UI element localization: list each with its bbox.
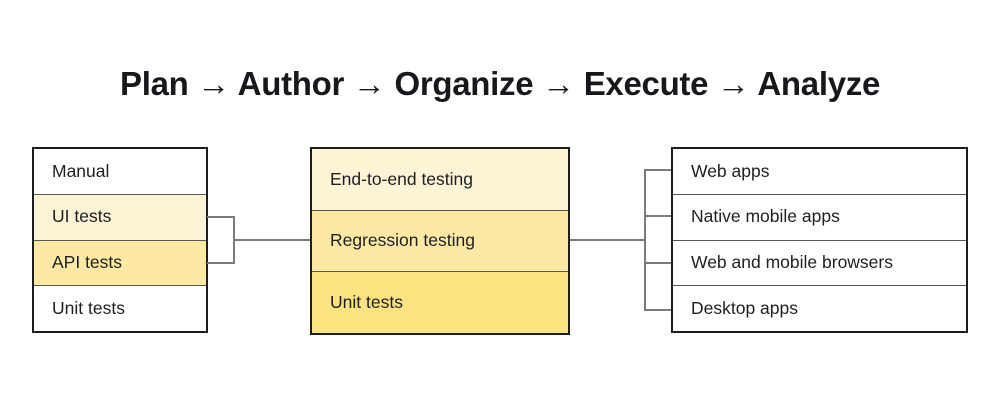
row-label: API tests [52,252,123,273]
row-unit-tests: Unit tests [34,286,206,331]
test-types-box: Manual UI tests API tests Unit tests [32,147,208,333]
platforms-box: Web apps Native mobile apps Web and mobi… [671,147,968,333]
row-web-and-mobile-browsers: Web and mobile browsers [673,240,966,287]
connector-stub-web-and-mobile-browsers [644,262,671,264]
row-api-tests: API tests [34,240,206,287]
row-native-mobile-apps: Native mobile apps [673,194,966,241]
page-title: Plan → Author → Organize → Execute → Ana… [119,65,880,102]
row-ui-tests: UI tests [34,194,206,241]
connector-left-main-line [233,239,310,241]
connector-stub-native-mobile-apps [644,215,671,217]
row-label: Unit tests [330,291,403,312]
row-label: End-to-end testing [330,168,474,189]
row-label: Web apps [691,160,770,181]
row-regression-testing: Regression testing [312,210,568,273]
row-end-to-end-testing: End-to-end testing [312,149,568,211]
row-label: Manual [52,160,110,181]
connector-stub-api-tests [207,262,235,264]
row-label: Regression testing [330,230,475,251]
testing-categories-box: End-to-end testing Regression testing Un… [310,147,570,335]
connector-stub-ui-tests [207,216,235,218]
row-label: Native mobile apps [691,206,840,227]
row-label: Desktop apps [691,297,799,318]
row-label: UI tests [52,206,112,227]
row-label: Web and mobile browsers [691,252,893,273]
connector-stub-desktop-apps [644,309,671,311]
row-desktop-apps: Desktop apps [673,286,966,331]
row-manual: Manual [34,149,206,195]
connector-stub-web-apps [644,169,671,171]
row-label: Unit tests [52,297,125,318]
row-unit-tests-category: Unit tests [312,272,568,334]
connector-right-bracket-vertical [644,169,646,311]
connector-right-main-line [570,239,645,241]
row-web-apps: Web apps [673,149,966,195]
